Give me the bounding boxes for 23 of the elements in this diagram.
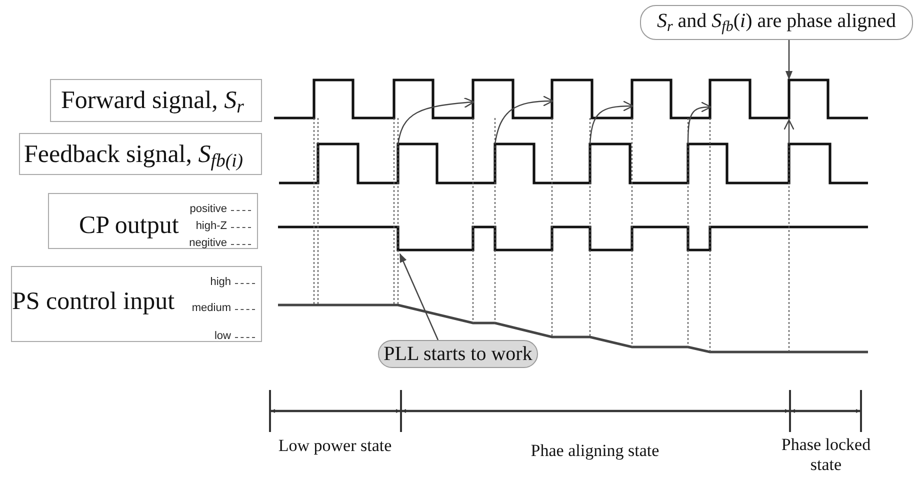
signal-label-box (11, 266, 262, 342)
signal-label-box (48, 193, 258, 249)
state-label: Phae aligning state (530, 441, 660, 462)
callout-bubble (640, 5, 913, 40)
signal-label-box (50, 79, 262, 122)
callout-text: S$_{r}$ and S$_{fb}$(i) are phase aligned (656, 10, 896, 34)
callout-bubble (378, 340, 538, 368)
signal-name: Feedback signal, S$_{fb(i)}$ (24, 142, 244, 172)
signal-name: CP output (79, 213, 179, 238)
signal-label-box (19, 133, 262, 175)
level-label: high-Z (196, 221, 227, 232)
signal-name: PS control input (12, 289, 175, 314)
level-label: negitive (189, 238, 227, 249)
leader-line (399, 253, 439, 340)
level-label: medium (192, 303, 231, 314)
signal-name: Forward signal, S$_{r}$ (61, 88, 244, 118)
state-label: Low power state (277, 436, 393, 456)
level-label: positive (190, 204, 227, 215)
state-label: Phase locked state (780, 435, 872, 476)
leader-line (785, 40, 793, 80)
level-label: high (210, 277, 231, 288)
level-label: low (214, 331, 231, 342)
callout-text: PLL starts to work (384, 344, 532, 364)
